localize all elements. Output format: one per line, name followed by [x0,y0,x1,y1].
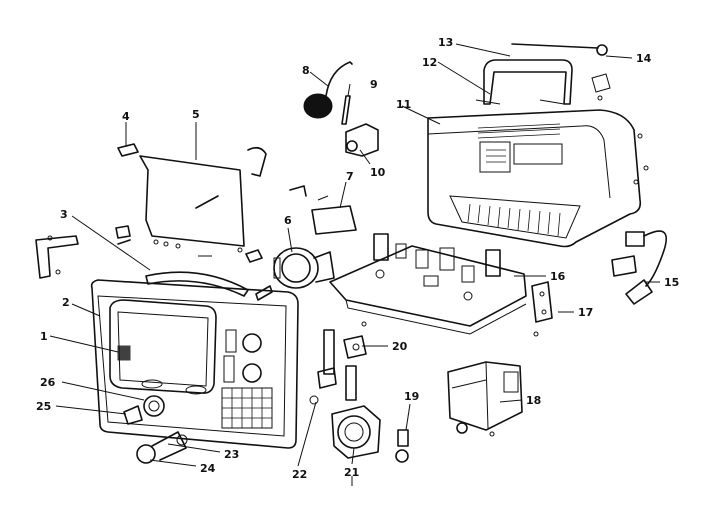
callout-10: 10 [370,166,386,179]
right-bracket [531,281,553,337]
callout-25: 25 [36,400,51,413]
callout-14: 14 [636,52,652,65]
callout-15: 15 [664,276,679,289]
fuse-holder [395,429,409,463]
chassis-plate [115,146,267,263]
keypad-grid [221,387,273,429]
callout-9: 9 [370,78,378,91]
screen-mask [117,345,131,361]
callout-20: 20 [392,340,408,353]
callout-17: 17 [578,306,593,319]
switch-part [343,335,367,359]
knob-assembly [123,395,188,464]
front-bezel [90,279,299,449]
flyback-transformer [447,361,523,437]
callout-5: 5 [192,108,200,121]
top-vents [477,123,563,173]
carry-handle [475,59,573,105]
callout-19: 19 [404,390,419,403]
callout-1: 1 [40,330,48,343]
bottom-grille [449,195,581,239]
handle-rod [511,43,611,101]
callout-13: 13 [438,36,453,49]
deflection-yoke [273,247,335,289]
power-cord [611,230,667,305]
side-bracket [35,235,79,279]
callout-4: 4 [122,110,130,123]
callout-11: 11 [396,98,411,111]
callout-22: 22 [292,468,307,481]
callout-2: 2 [62,296,70,309]
callout-12: 12 [422,56,437,69]
callout-3: 3 [60,208,68,221]
callout-7: 7 [346,170,354,183]
callout-8: 8 [302,64,310,77]
control-strip [309,321,367,405]
clip [117,122,139,157]
callout-24: 24 [200,462,216,475]
mount-bracket [289,185,357,235]
front-handle [145,271,273,301]
antenna-rod [341,95,351,125]
callout-labels: 1 2 3 4 5 6 7 8 9 10 11 12 13 14 15 16 1… [36,36,679,481]
gooseneck-mic [303,61,353,119]
callout-18: 18 [526,394,541,407]
callout-6: 6 [284,214,292,227]
callout-21: 21 [344,466,359,479]
main-circuit-board [329,233,527,335]
leader-lines [49,43,660,467]
rear-cabinet [427,109,649,248]
tilt-bracket [345,123,379,157]
callout-16: 16 [550,270,566,283]
callout-26: 26 [40,376,56,389]
callout-23: 23 [224,448,239,461]
